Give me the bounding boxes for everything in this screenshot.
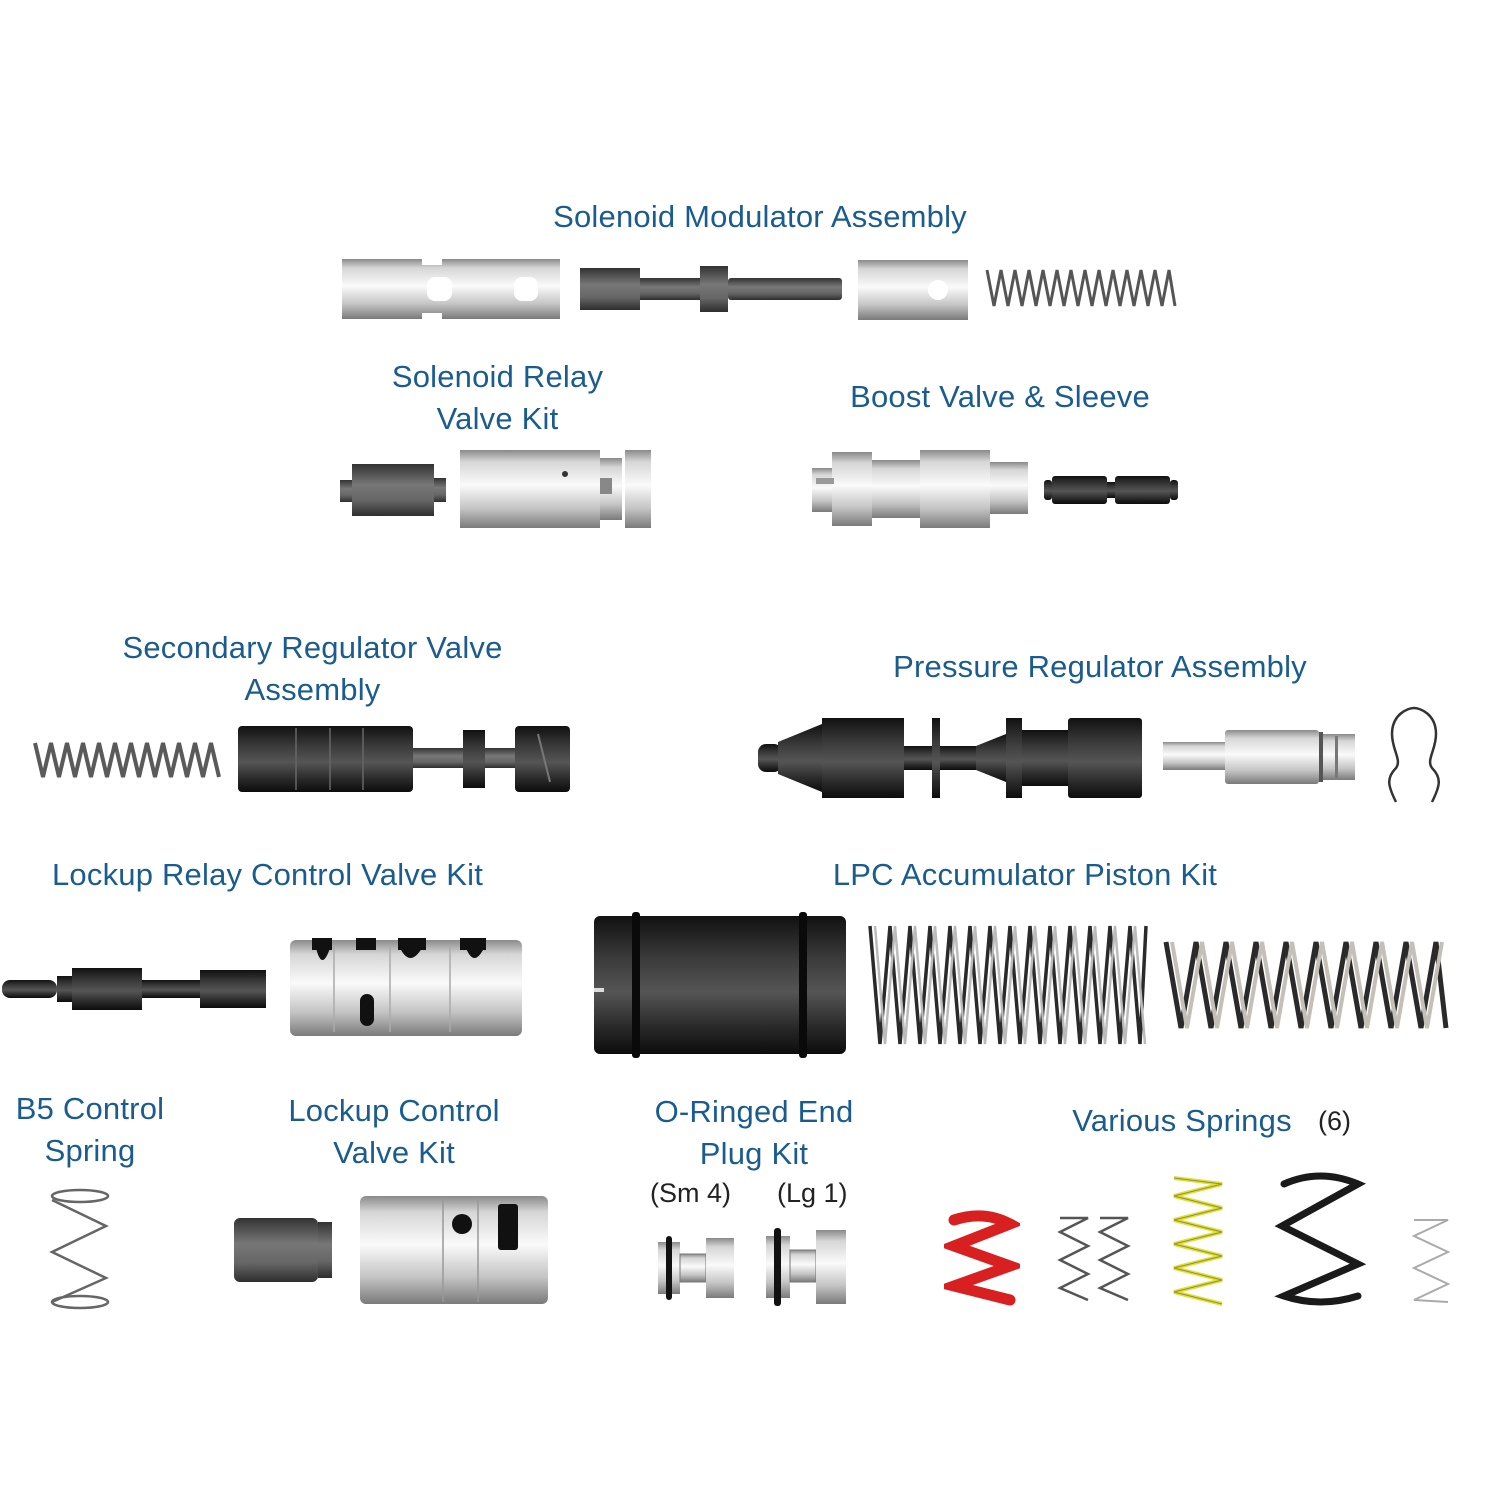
lockup-relay-sleeve (290, 938, 526, 1038)
lockup-control-sleeve (358, 1194, 552, 1306)
lockup-relay-valve (2, 966, 272, 1012)
o-ringed-plug-large (764, 1226, 850, 1308)
lpc-accumulator-spring-short (1162, 936, 1450, 1034)
secondary-regulator-valve (238, 724, 578, 794)
solenoid-relay-label-line2: Valve Kit (436, 401, 559, 436)
pressure-regulator-valve (758, 716, 1148, 800)
secondary-regulator-spring (32, 737, 227, 783)
solenoid-relay-plunger (340, 462, 450, 518)
o-ringed-plug-label-line1: O-Ringed End (654, 1094, 854, 1129)
solenoid-relay-label-line1: Solenoid Relay (391, 359, 604, 394)
b5-control-spring (48, 1186, 114, 1312)
spring-light-small (1410, 1214, 1452, 1306)
boost-valve-plunger (1044, 474, 1180, 506)
lockup-control-label-line2: Valve Kit (333, 1135, 455, 1170)
boost-valve-sleeve (812, 448, 1032, 530)
various-springs-count: (6) (1318, 1106, 1351, 1136)
spring-small-pair-left (1056, 1212, 1092, 1304)
secondary-regulator-label-line1: Secondary Regulator Valve (122, 630, 503, 665)
lockup-relay-label: Lockup Relay Control Valve Kit (51, 857, 484, 892)
lpc-accumulator-spring-long (866, 920, 1151, 1050)
secondary-regulator-label-line2: Assembly (244, 672, 381, 707)
lockup-control-plunger (232, 1216, 336, 1284)
spring-red (944, 1210, 1020, 1306)
various-springs-label: Various Springs (1072, 1103, 1292, 1138)
b5-control-label-line2: Spring (44, 1133, 136, 1168)
solenoid-modulator-sleeve-small (858, 258, 970, 322)
lockup-control-label-line1: Lockup Control (288, 1093, 500, 1128)
spring-yellow (1170, 1172, 1226, 1308)
solenoid-modulator-sleeve (342, 257, 562, 321)
pressure-regulator-label: Pressure Regulator Assembly (893, 649, 1307, 684)
spring-small-pair-right (1096, 1212, 1132, 1304)
o-ringed-plug-label-line2: Plug Kit (699, 1136, 809, 1171)
o-ringed-plug-small (656, 1232, 738, 1304)
boost-valve-label: Boost Valve & Sleeve (850, 379, 1150, 414)
o-ringed-plug-large-qty: (Lg 1) (777, 1178, 848, 1208)
solenoid-modulator-valve (580, 264, 845, 314)
o-ringed-plug-small-qty: (Sm 4) (650, 1178, 731, 1208)
b5-control-label-line1: B5 Control (15, 1091, 165, 1126)
pressure-regulator-clip (1378, 706, 1448, 808)
solenoid-modulator-spring (985, 264, 1180, 312)
pressure-regulator-plunger (1163, 726, 1363, 788)
solenoid-relay-valve (460, 448, 655, 530)
lpc-accumulator-label: LPC Accumulator Piston Kit (832, 857, 1218, 892)
lpc-accumulator-piston (594, 910, 850, 1058)
solenoid-modulator-label: Solenoid Modulator Assembly (553, 199, 967, 234)
spring-black-large (1274, 1168, 1366, 1308)
